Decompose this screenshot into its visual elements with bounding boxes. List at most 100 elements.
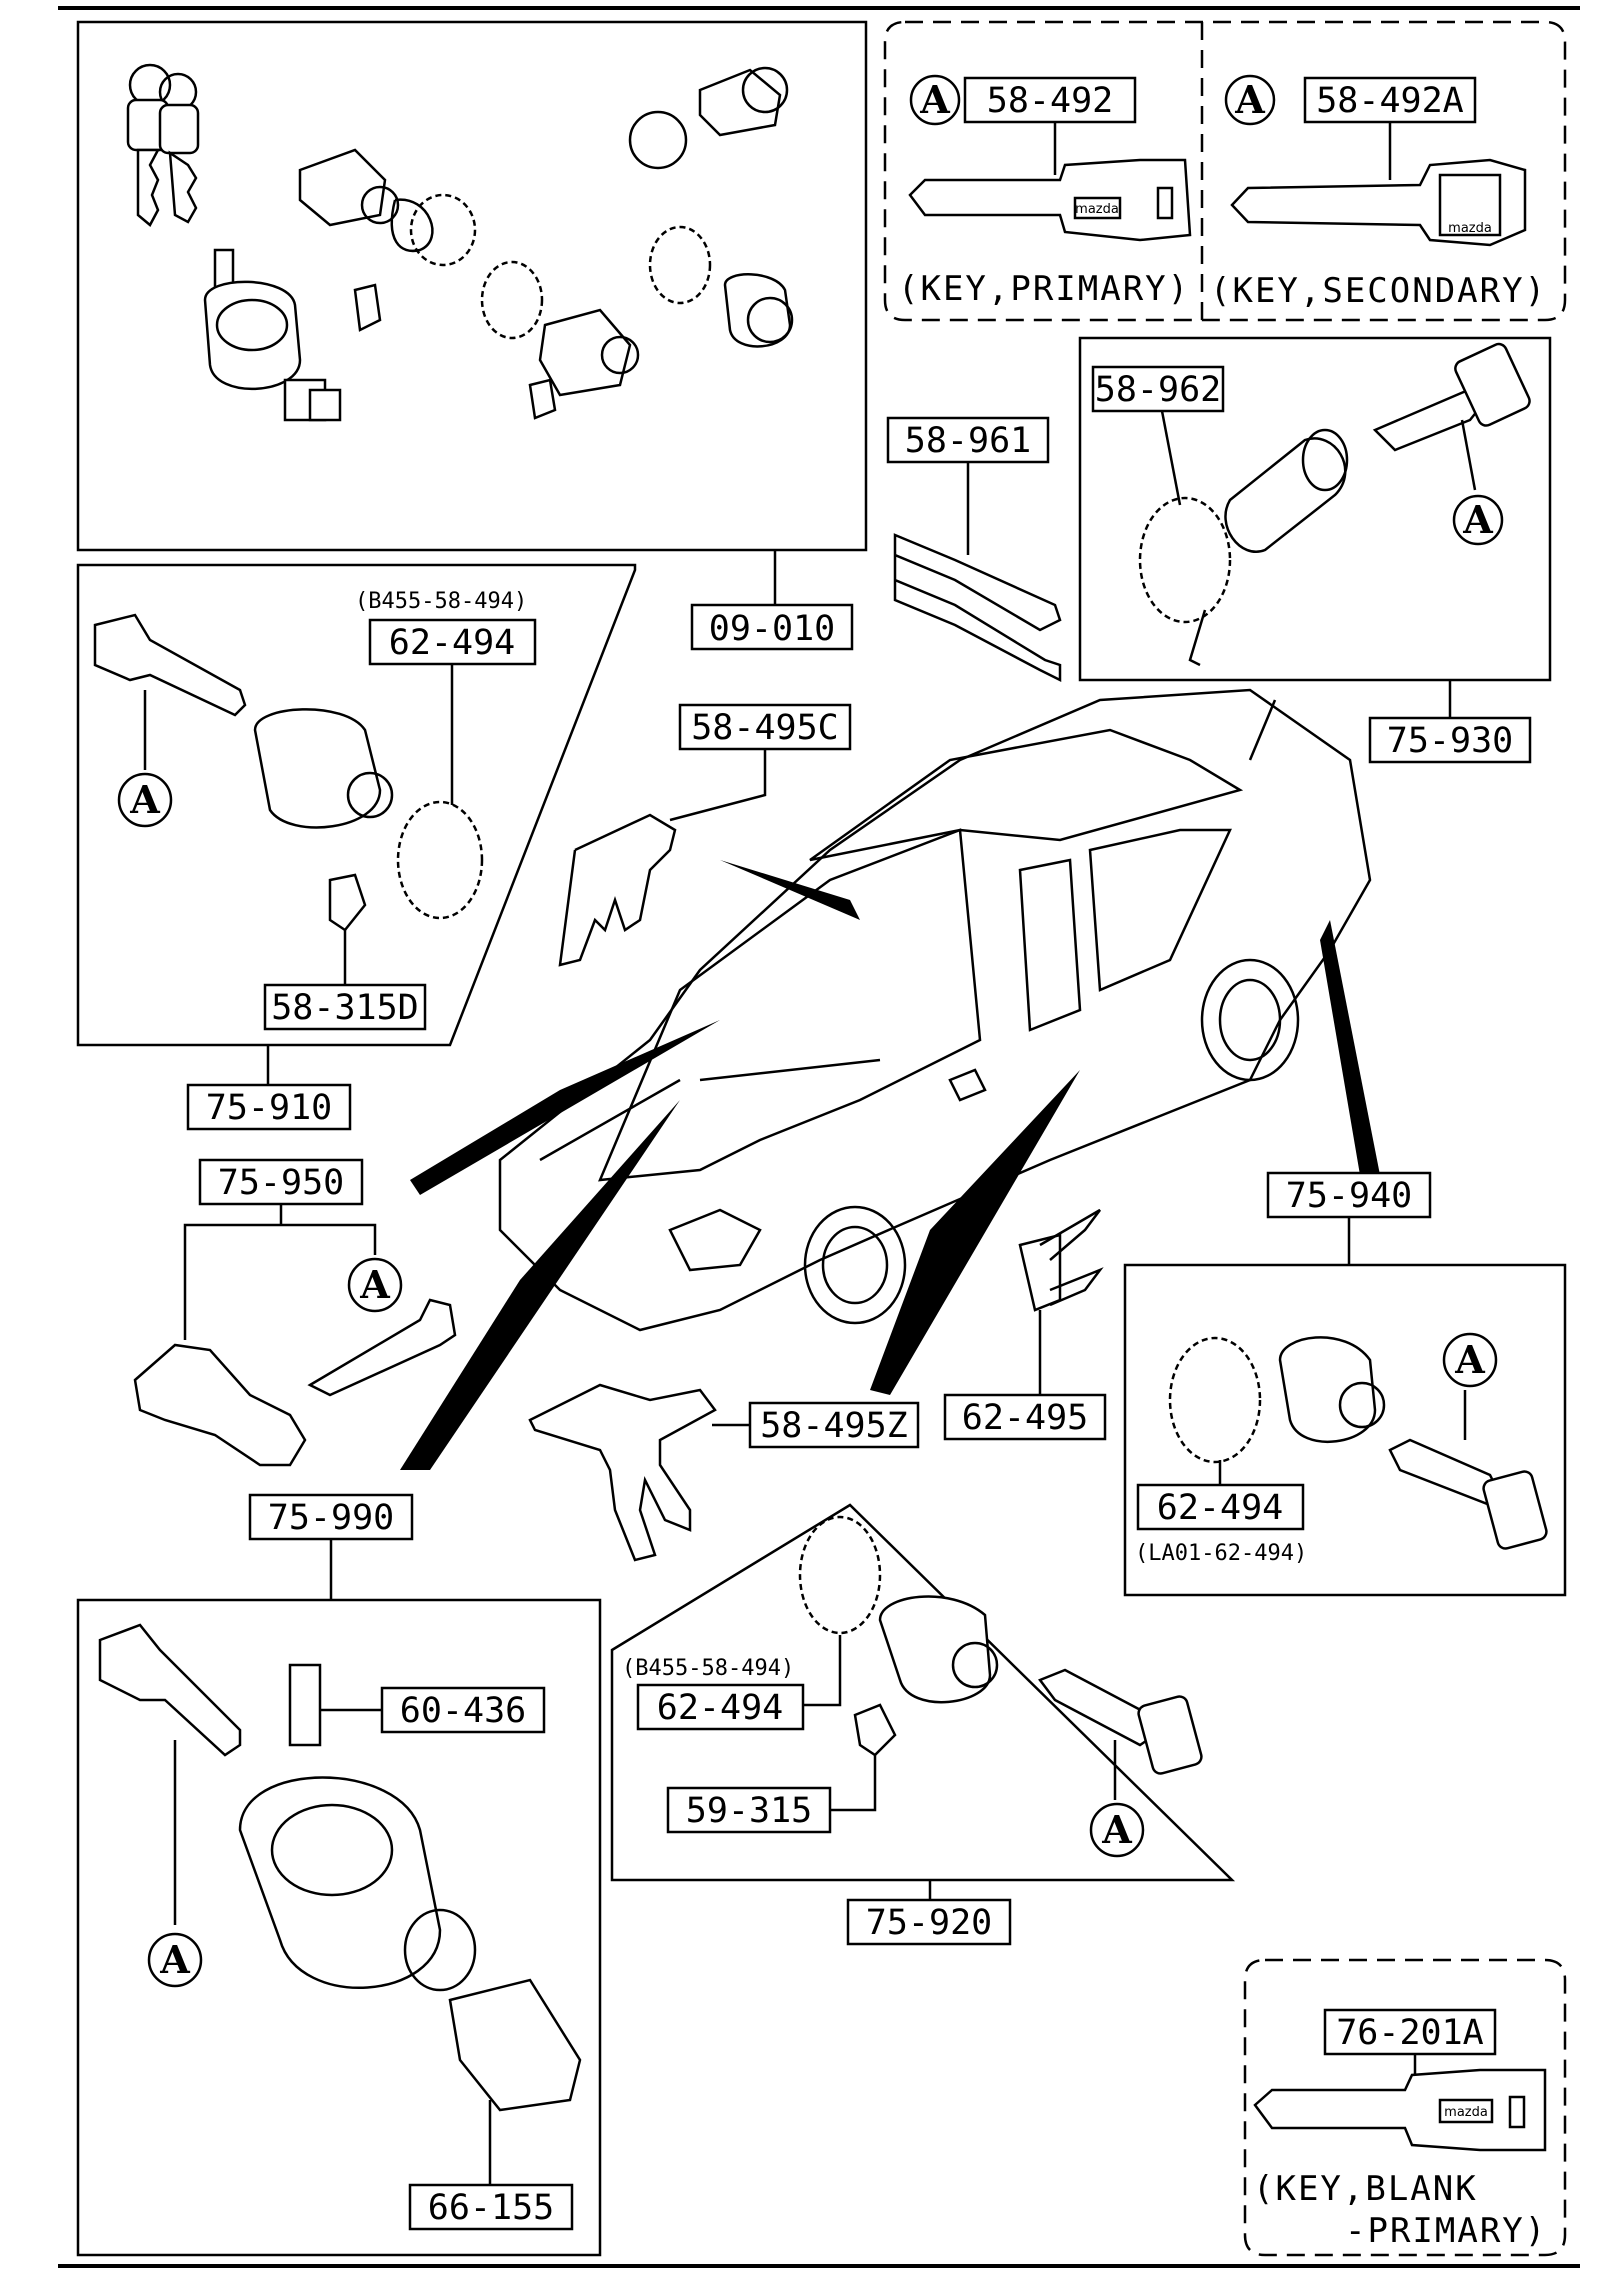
- svg-text:75-950: 75-950: [218, 1163, 344, 1203]
- svg-text:09-010: 09-010: [709, 609, 835, 649]
- ref-a-label: A: [1454, 1337, 1485, 1382]
- label-75-940: 75-940: [1266, 1171, 1432, 1219]
- lock-set-panel: [76, 20, 868, 552]
- label-75-930: 75-930: [1368, 716, 1532, 764]
- key-icon: [98, 1623, 242, 1757]
- label-76-201a: [1323, 2008, 1497, 2056]
- spring-clip-icon: [528, 1383, 717, 1562]
- door-lock-panel: (B455-58-494) 62-494 A 58-315D: [76, 563, 637, 1047]
- ref-a-marker: [1089, 1802, 1145, 1858]
- ring-icon: [1138, 496, 1232, 624]
- label-62-494-text: 62-494: [1157, 1488, 1283, 1528]
- key-secondary-item: A 58-492A mazda (KEY,SECONDARY): [1210, 74, 1547, 311]
- svg-text:58-495C: 58-495C: [691, 708, 839, 748]
- label-75-910: 75-910: [186, 1083, 352, 1131]
- car-illustration: [400, 688, 1380, 1470]
- label-76-201a-text: 76-201A: [1336, 2013, 1484, 2053]
- label-75-920: 75-920: [846, 1898, 1012, 1946]
- label-09-010: 09-010: [690, 603, 854, 651]
- key-blank-panel: 76-201A mazda (KEY,BLANK -PRIMARY): [1243, 1958, 1567, 2257]
- key-blank-icon: [1253, 2068, 1547, 2152]
- label-75-990: 75-990: [248, 1493, 414, 1541]
- key-primary-icon: [908, 158, 1192, 242]
- cylinder-center-icon: [480, 260, 640, 420]
- ref-a-label: A: [1234, 77, 1265, 122]
- door-lock-lower-panel: (B455-58-494) 62-494 59-315 A: [610, 1503, 1236, 1882]
- spring-clip-icon: [893, 533, 1062, 683]
- ignition-lock-body-icon: [238, 1776, 442, 1990]
- pointer-wedge: [410, 1020, 720, 1195]
- caption-key-secondary: (KEY,SECONDARY): [1210, 271, 1547, 311]
- mazda-logo: mazda: [1444, 2105, 1488, 2120]
- svg-text:62-495: 62-495: [962, 1398, 1088, 1438]
- svg-text:75-990: 75-990: [268, 1498, 394, 1538]
- ref-a-label: A: [1462, 497, 1493, 542]
- label-60-436: [380, 1686, 546, 1734]
- label-58-495c: 58-495C: [678, 703, 852, 751]
- pointer-wedge: [720, 860, 860, 920]
- label-58-495z: 58-495Z: [748, 1401, 920, 1449]
- caption-key-primary: (KEY,PRIMARY): [898, 269, 1190, 309]
- ref-a-marker: [909, 74, 961, 126]
- ref-a-marker: [117, 772, 173, 828]
- ignition-lock-icon: [203, 248, 342, 422]
- mazda-logo: mazda: [1448, 221, 1492, 236]
- key-icon: [93, 613, 247, 717]
- door-cylinder-icon: [298, 148, 434, 253]
- key-bundle-icon: [126, 63, 200, 227]
- ring-icon: [1168, 1336, 1262, 1464]
- key-secondary-icon: [1230, 158, 1527, 247]
- door-cylinder-icon: [253, 708, 382, 829]
- ref-a-label: A: [129, 777, 160, 822]
- label-58-492: [963, 76, 1137, 124]
- label-62-495: 62-495: [943, 1393, 1107, 1441]
- ref-a-marker: [147, 1932, 203, 1988]
- label-62-494: [636, 1683, 805, 1731]
- ref-a-marker: [347, 1257, 403, 1313]
- svg-text:75-910: 75-910: [206, 1088, 332, 1128]
- label-58-492-text: 58-492: [987, 81, 1113, 121]
- ignition-panel: A 60-436 66-155: [76, 1598, 602, 2257]
- ring-icon: [396, 800, 484, 920]
- svg-text:58-495Z: 58-495Z: [760, 1406, 908, 1446]
- ring-icon: [409, 193, 477, 267]
- key-primary-item: A 58-492 mazda (KEY,PRIMARY): [898, 74, 1192, 309]
- ref-a-marker: [1452, 494, 1504, 546]
- rear-lock-panel: A 62-494 (LA01-62-494): [1123, 1263, 1567, 1597]
- svg-text:75-940: 75-940: [1286, 1176, 1412, 1216]
- pointer-wedge: [870, 1070, 1080, 1395]
- svg-text:58-962: 58-962: [1095, 370, 1221, 410]
- svg-text:75-920: 75-920: [866, 1903, 992, 1943]
- clip-icon: [328, 873, 367, 932]
- ref-a-label: A: [919, 77, 950, 122]
- clip-icon: [353, 283, 382, 332]
- trunk-cylinder-icon: [1224, 437, 1347, 553]
- label-62-494-text: 62-494: [657, 1688, 783, 1728]
- spring-clip-icon: [558, 813, 677, 967]
- mazda-logo: mazda: [1075, 202, 1119, 217]
- svg-text:58-961: 58-961: [905, 421, 1031, 461]
- label-58-315d: [263, 983, 427, 1031]
- ref-a-label: A: [1101, 1807, 1132, 1852]
- label-alt-b455: (B455-58-494): [622, 1656, 794, 1681]
- door-cylinder-icon: [1278, 1336, 1377, 1443]
- label-66-155: [408, 2183, 574, 2231]
- label-62-494: [1136, 1483, 1305, 1531]
- ref-a-marker: [1224, 74, 1276, 126]
- label-60-436-text: 60-436: [400, 1691, 526, 1731]
- label-58-961: 58-961: [886, 416, 1050, 464]
- label-58-492a: [1303, 76, 1477, 124]
- ref-a-label: A: [159, 1937, 190, 1982]
- clip-icon: [1018, 1233, 1062, 1312]
- label-alt-la01: (LA01-62-494): [1135, 1541, 1307, 1566]
- bolt-icon: [288, 1663, 322, 1747]
- svg-text:75-930: 75-930: [1387, 721, 1513, 761]
- ignition-switch-icon: [448, 1978, 582, 2112]
- spring-wire-icon: [1188, 609, 1207, 667]
- ref-a-marker: [1442, 1332, 1498, 1388]
- trunk-lock-panel: 58-962 A: [1078, 336, 1552, 682]
- ring-icon: [798, 1515, 882, 1635]
- pointer-wedge: [1320, 920, 1380, 1175]
- label-59-315: [666, 1786, 832, 1834]
